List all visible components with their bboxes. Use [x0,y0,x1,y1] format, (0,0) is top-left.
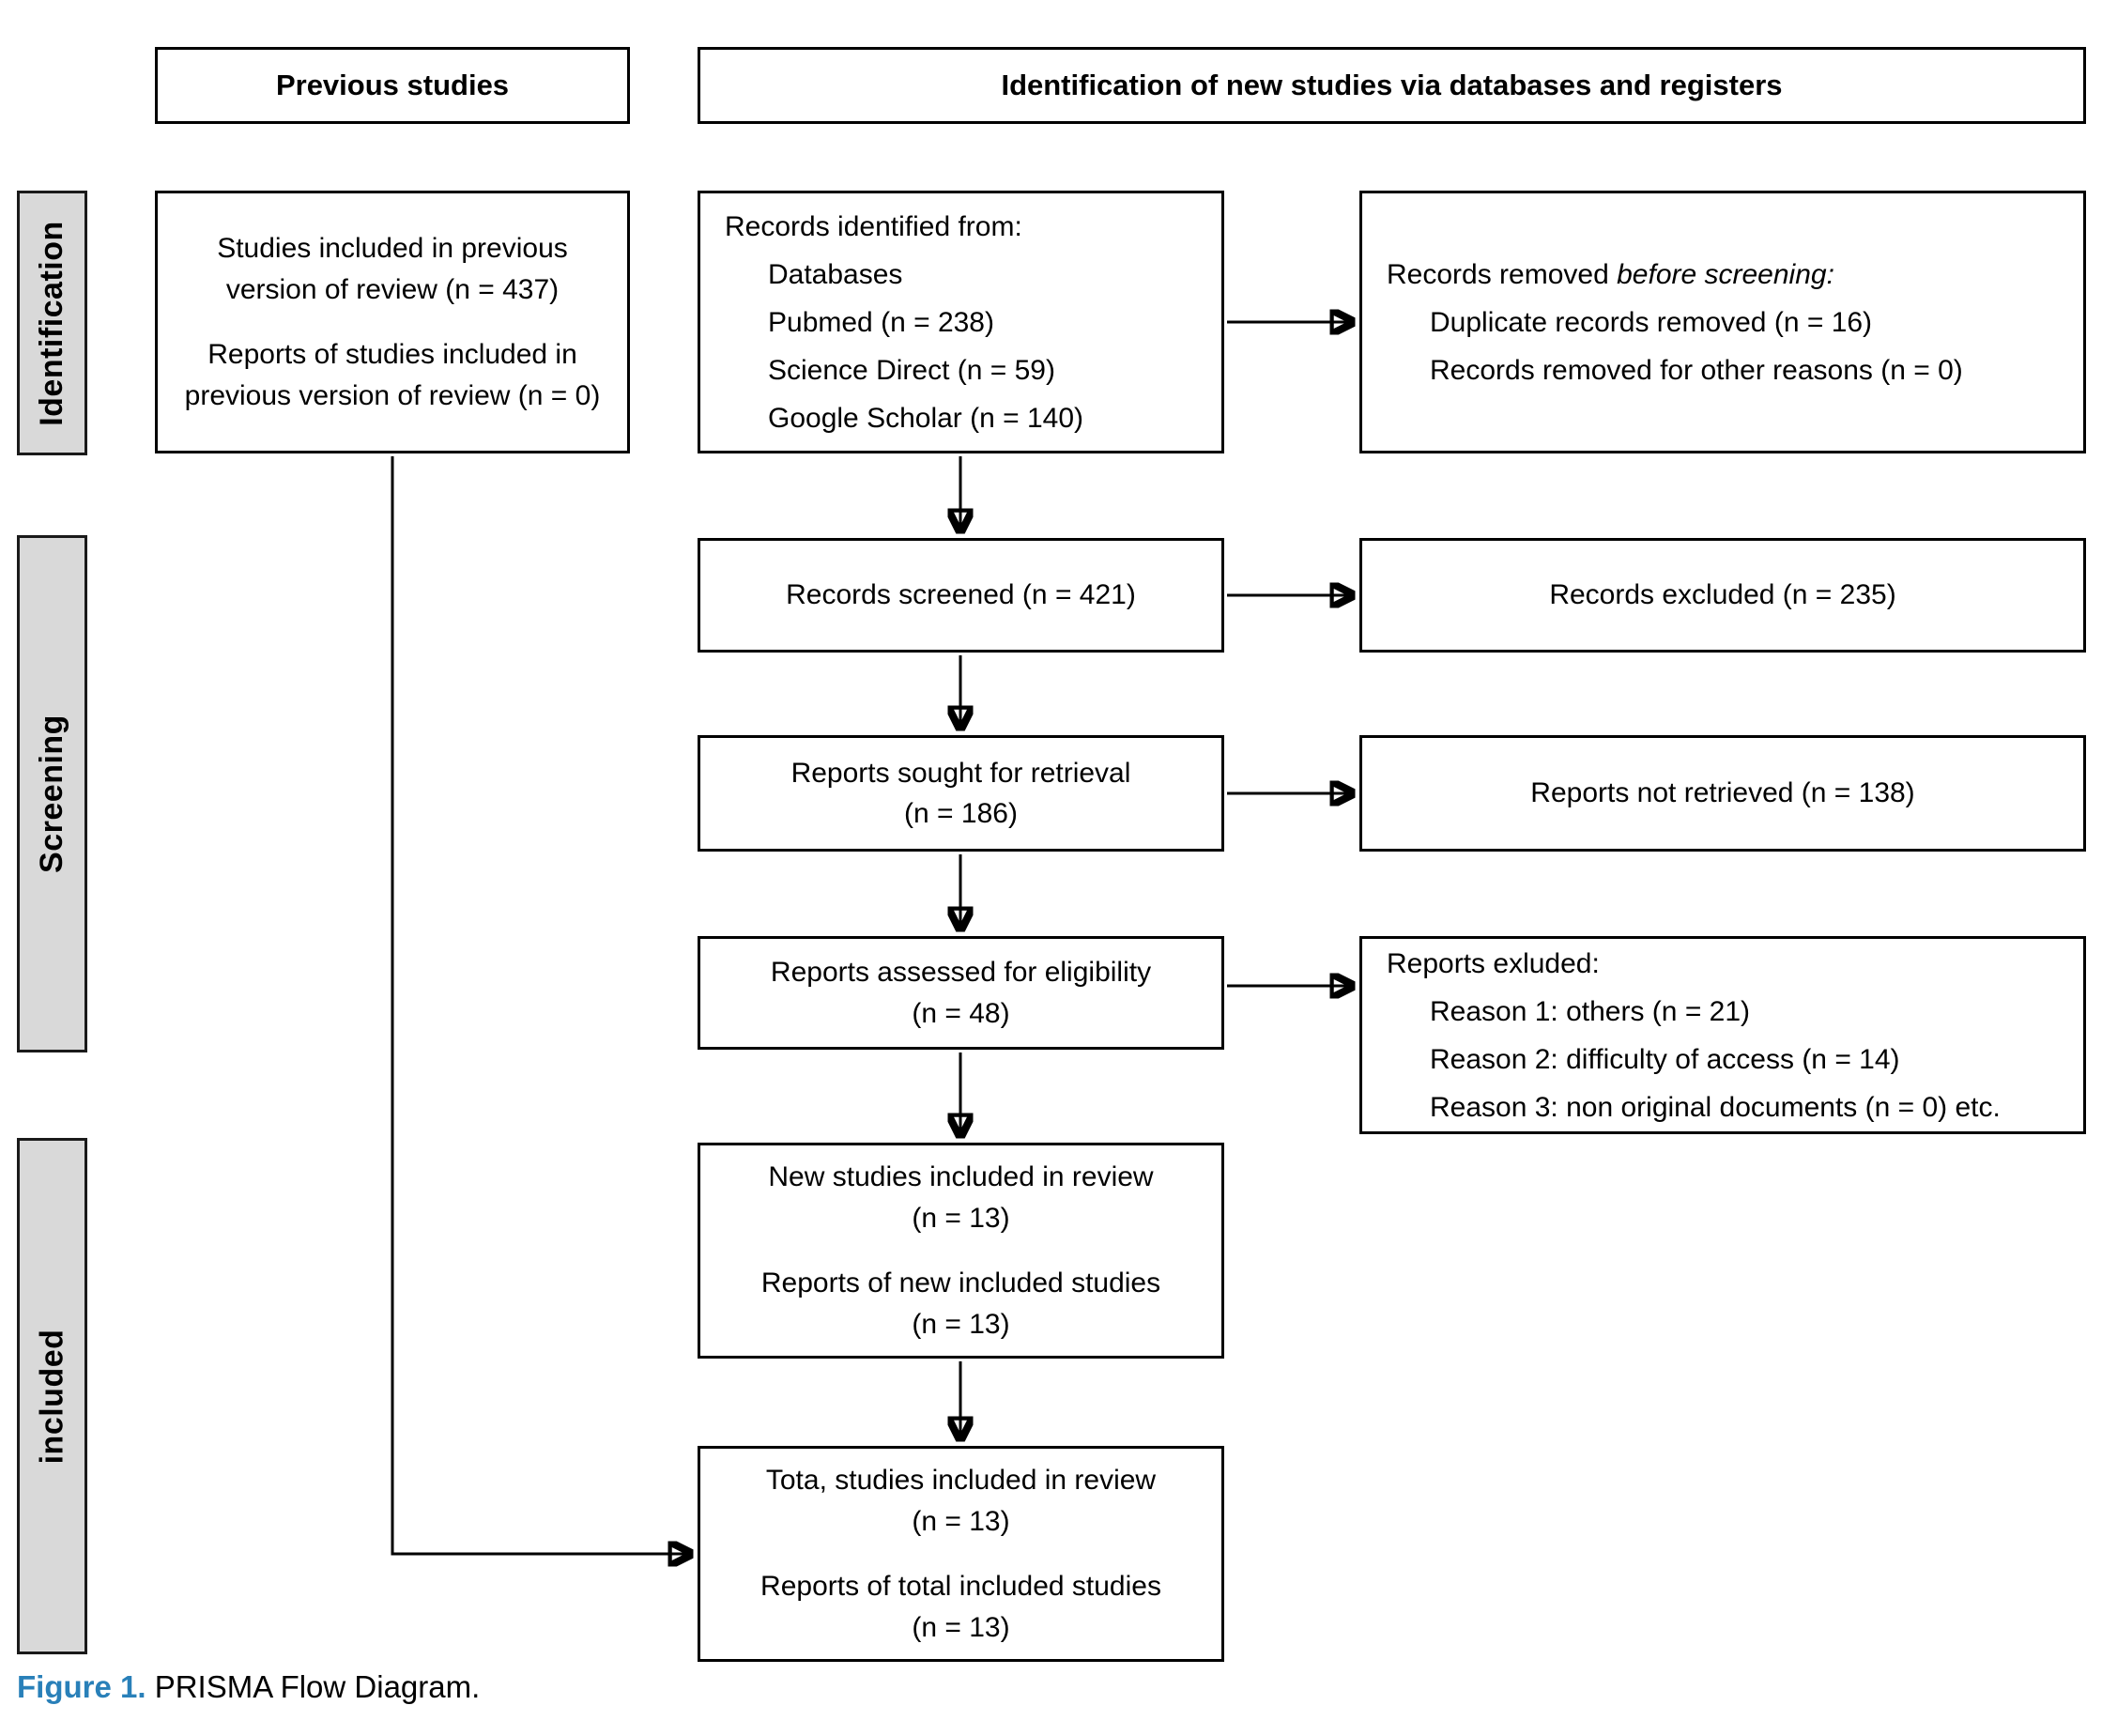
total-studies-para2: Reports of total included studies (n = 1… [760,1566,1161,1648]
reports-excluded-title: Reports exluded: [1387,947,1600,979]
new-studies-para1: New studies included in review (n = 13) [768,1157,1153,1238]
previous-review-para2: Reports of studies included in previous … [184,339,601,411]
arrow-previous-review-to-total [391,456,691,1554]
records-identified-item: Google Scholar (n = 140) [768,402,1084,434]
records-identified-item: Databases [768,258,903,290]
box-reports-assessed: Reports assessed for eligibility (n = 48… [698,936,1224,1050]
records-screened-label: Records screened (n = 421) [786,579,1136,611]
records-identified-item: Science Direct (n = 59) [768,354,1055,386]
reports-excluded-reason: Reason 3: non original documents (n = 0)… [1430,1091,2001,1123]
box-reports-sought: Reports sought for retrieval (n = 186) [698,735,1224,852]
box-reports-excluded: Reports exluded: Reason 1: others (n = 2… [1359,936,2086,1134]
records-identified-item: Pubmed (n = 238) [768,306,994,338]
new-studies-para1-line2: (n = 13) [912,1202,1010,1234]
records-removed-item: Records removed for other reasons (n = 0… [1430,354,1963,386]
reports-excluded-reason: Reason 2: difficulty of access (n = 14) [1430,1043,1900,1075]
box-records-screened: Records screened (n = 421) [698,538,1224,653]
records-excluded-label: Records excluded (n = 235) [1549,579,1896,611]
records-removed-intro: Records removed [1387,258,1618,290]
box-previous-review: Studies included in previous version of … [155,191,630,453]
records-removed-intro-italic: before screening: [1617,258,1834,290]
records-identified-title: Records identified from: [725,210,1022,242]
figure-caption: Figure 1. PRISMA Flow Diagram. [17,1669,480,1705]
new-studies-para1-line1: New studies included in review [768,1161,1154,1192]
new-studies-para2: Reports of new included studies (n = 13) [761,1263,1160,1344]
total-studies-para2-line2: (n = 13) [912,1611,1010,1643]
new-studies-para2-line1: Reports of new included studies [760,1267,1161,1298]
box-new-studies-included: New studies included in review (n = 13) … [698,1143,1224,1359]
reports-not-retrieved-label: Reports not retrieved (n = 138) [1530,777,1915,809]
figure-caption-text: PRISMA Flow Diagram. [146,1669,481,1704]
stage-bar-identification: Identification [17,191,87,455]
box-records-removed: Records removed before screening: Duplic… [1359,191,2086,453]
box-records-excluded: Records excluded (n = 235) [1359,538,2086,653]
stage-bar-screening: Screening [17,535,87,1052]
stage-bar-identification-label: Identification [34,220,69,426]
header-identification-new-studies: Identification of new studies via databa… [698,47,2086,124]
header-previous-studies: Previous studies [155,47,630,124]
box-reports-not-retrieved: Reports not retrieved (n = 138) [1359,735,2086,852]
box-records-identified: Records identified from: Databases Pubme… [698,191,1224,453]
records-removed-item: Duplicate records removed (n = 16) [1430,306,1873,338]
reports-excluded-reason: Reason 1: others (n = 21) [1430,995,1751,1027]
reports-assessed-line1: Reports assessed for eligibility [770,957,1152,988]
total-studies-para1-line2: (n = 13) [912,1505,1010,1537]
previous-review-para1: Studies included in previous version of … [217,233,568,305]
records-removed-title: Records removed before screening: [1387,251,2072,299]
total-studies-para2-line1: Reports of total included studies [760,1571,1161,1602]
stage-bar-included: included [17,1138,87,1654]
figure-caption-label: Figure 1. [17,1669,146,1704]
total-studies-para1-line1: Tota, studies included in review [765,1465,1157,1496]
total-studies-para1: Tota, studies included in review (n = 13… [766,1460,1156,1542]
new-studies-para2-line2: (n = 13) [912,1308,1010,1340]
box-total-studies-included: Tota, studies included in review (n = 13… [698,1446,1224,1662]
reports-sought-line2: (n = 186) [904,798,1018,829]
reports-assessed-line2: (n = 48) [912,997,1010,1029]
stage-bar-included-label: included [34,1329,70,1464]
stage-bar-screening-label: Screening [34,714,70,873]
reports-sought-line1: Reports sought for retrieval [790,757,1131,789]
